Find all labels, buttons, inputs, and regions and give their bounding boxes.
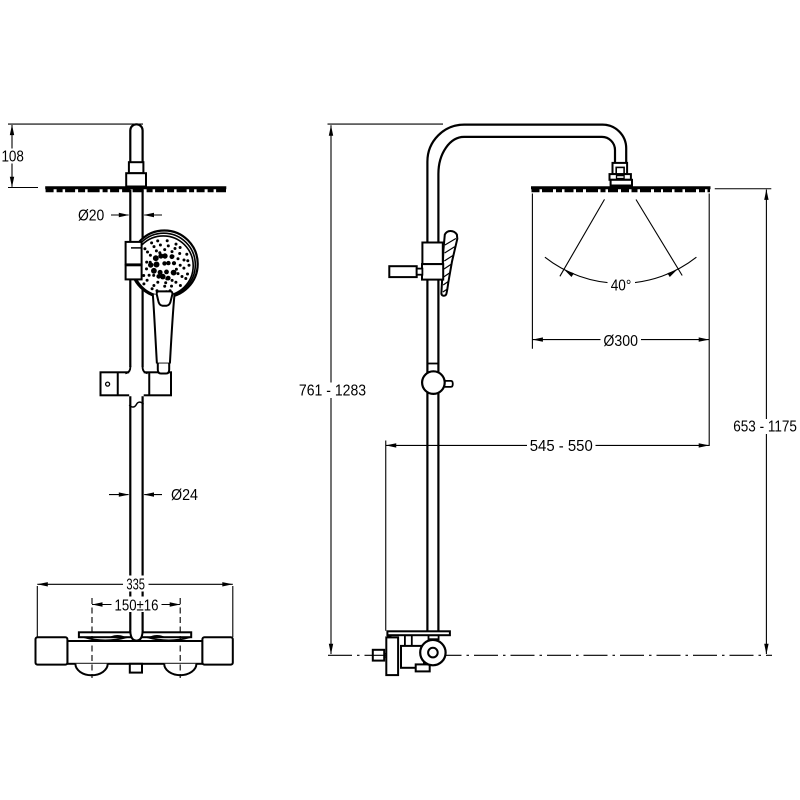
svg-text:40°: 40° [611,277,632,294]
svg-text:108: 108 [1,148,24,165]
svg-text:761 - 1283: 761 - 1283 [299,383,366,400]
svg-text:653 - 1175: 653 - 1175 [733,419,797,436]
svg-text:150±16: 150±16 [115,597,159,614]
svg-text:545 - 550: 545 - 550 [530,438,593,455]
svg-text:Ø20: Ø20 [78,208,104,225]
svg-text:Ø24: Ø24 [171,487,198,504]
svg-text:Ø300: Ø300 [603,333,638,350]
svg-text:335: 335 [126,577,145,594]
